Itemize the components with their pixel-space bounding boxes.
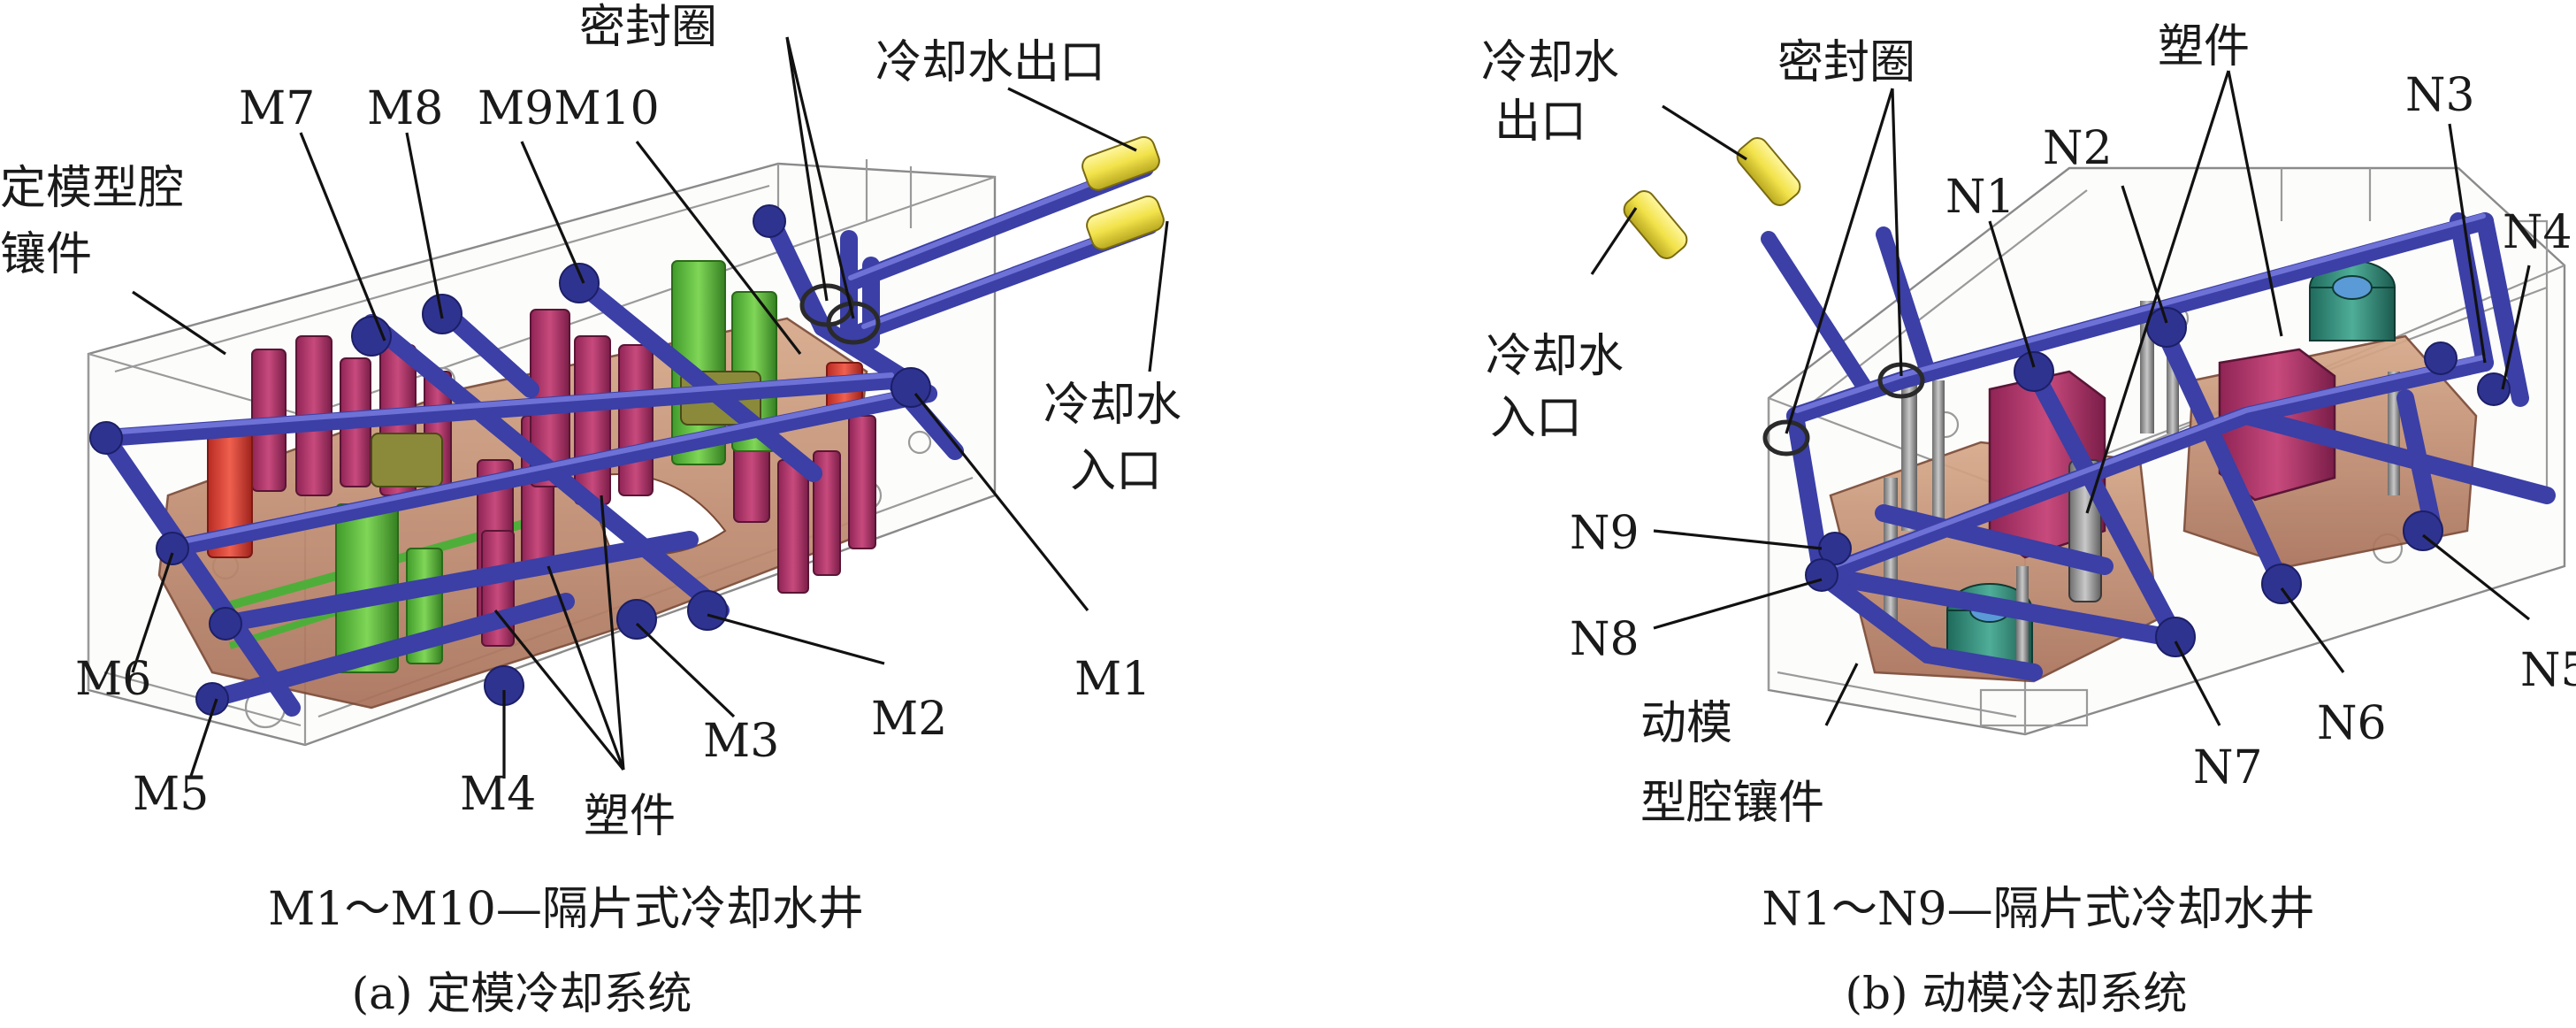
label-n2: N2: [2043, 122, 2113, 175]
label-seal-a: 密封圈: [579, 1, 717, 54]
panel-a-fixed-mold: 定模型腔 镶件 M7 M8 M9M10 密封圈 冷却水出口 冷却水 入口 M1 …: [0, 1, 1181, 1019]
label-n1: N1: [1945, 171, 2015, 224]
fixed-cooling-pipes: [89, 159, 1158, 717]
panel-b-moving-mold: 冷却水 出口 密封圈 塑件 冷却水 入口 N1 N2 N3 N4 N5 N6 N…: [1481, 20, 2576, 1019]
label-seal-b: 密封圈: [1777, 36, 1915, 89]
label-plastic-a: 塑件: [584, 790, 676, 843]
label-n5: N5: [2520, 644, 2576, 697]
label-fixed-insert-line1: 定模型腔: [0, 162, 184, 215]
label-m5: M5: [133, 768, 209, 821]
label-water-out-b-line1: 冷却水: [1481, 36, 1619, 89]
label-m4: M4: [460, 768, 536, 821]
label-n8: N8: [1570, 613, 1640, 666]
label-water-in-b-line1: 冷却水: [1486, 330, 1624, 383]
moving-water-connectors: [1623, 137, 1801, 259]
panel-a-leader-lines: [131, 36, 1169, 779]
panel-b-caption: (b) 动模冷却系统: [1846, 968, 2188, 1019]
label-fixed-insert-line2: 镶件: [0, 228, 92, 281]
label-m3: M3: [703, 715, 779, 768]
label-water-out-b-line2: 出口: [1494, 96, 1586, 149]
panel-b-leader-lines: [1590, 70, 2531, 726]
label-m1: M1: [1074, 653, 1150, 706]
label-m8: M8: [367, 82, 443, 135]
label-water-in-a-line2: 入口: [1070, 445, 1162, 498]
label-m9m10: M9M10: [478, 82, 660, 135]
panel-b-labels: 冷却水 出口 密封圈 塑件 冷却水 入口 N1 N2 N3 N4 N5 N6 N…: [1481, 20, 2576, 830]
label-m7: M7: [239, 82, 315, 135]
label-n6: N6: [2317, 697, 2387, 750]
label-moving-insert-line1: 动模: [1640, 697, 1732, 750]
label-plastic-b: 塑件: [2158, 20, 2250, 73]
label-water-in-b-line2: 入口: [1490, 392, 1582, 445]
label-m2: M2: [871, 693, 947, 746]
label-n4: N4: [2503, 206, 2572, 259]
fixed-water-connectors: [1082, 135, 1165, 250]
label-n7: N7: [2193, 741, 2263, 794]
label-water-out-a: 冷却水出口: [875, 36, 1105, 89]
panel-a-caption: (a) 定模冷却系统: [352, 968, 692, 1019]
panel-a-labels: 定模型腔 镶件 M7 M8 M9M10 密封圈 冷却水出口 冷却水 入口 M1 …: [0, 1, 1181, 843]
panel-b-legend: N1～N9—隔片式冷却水井: [1762, 883, 2314, 936]
label-n3: N3: [2405, 69, 2475, 122]
label-water-in-a-line1: 冷却水: [1043, 379, 1181, 432]
label-moving-insert-line2: 型腔镶件: [1640, 777, 1824, 830]
panel-a-legend: M1～M10—隔片式冷却水井: [268, 883, 864, 936]
label-m6: M6: [75, 653, 151, 706]
label-n9: N9: [1570, 507, 1640, 560]
